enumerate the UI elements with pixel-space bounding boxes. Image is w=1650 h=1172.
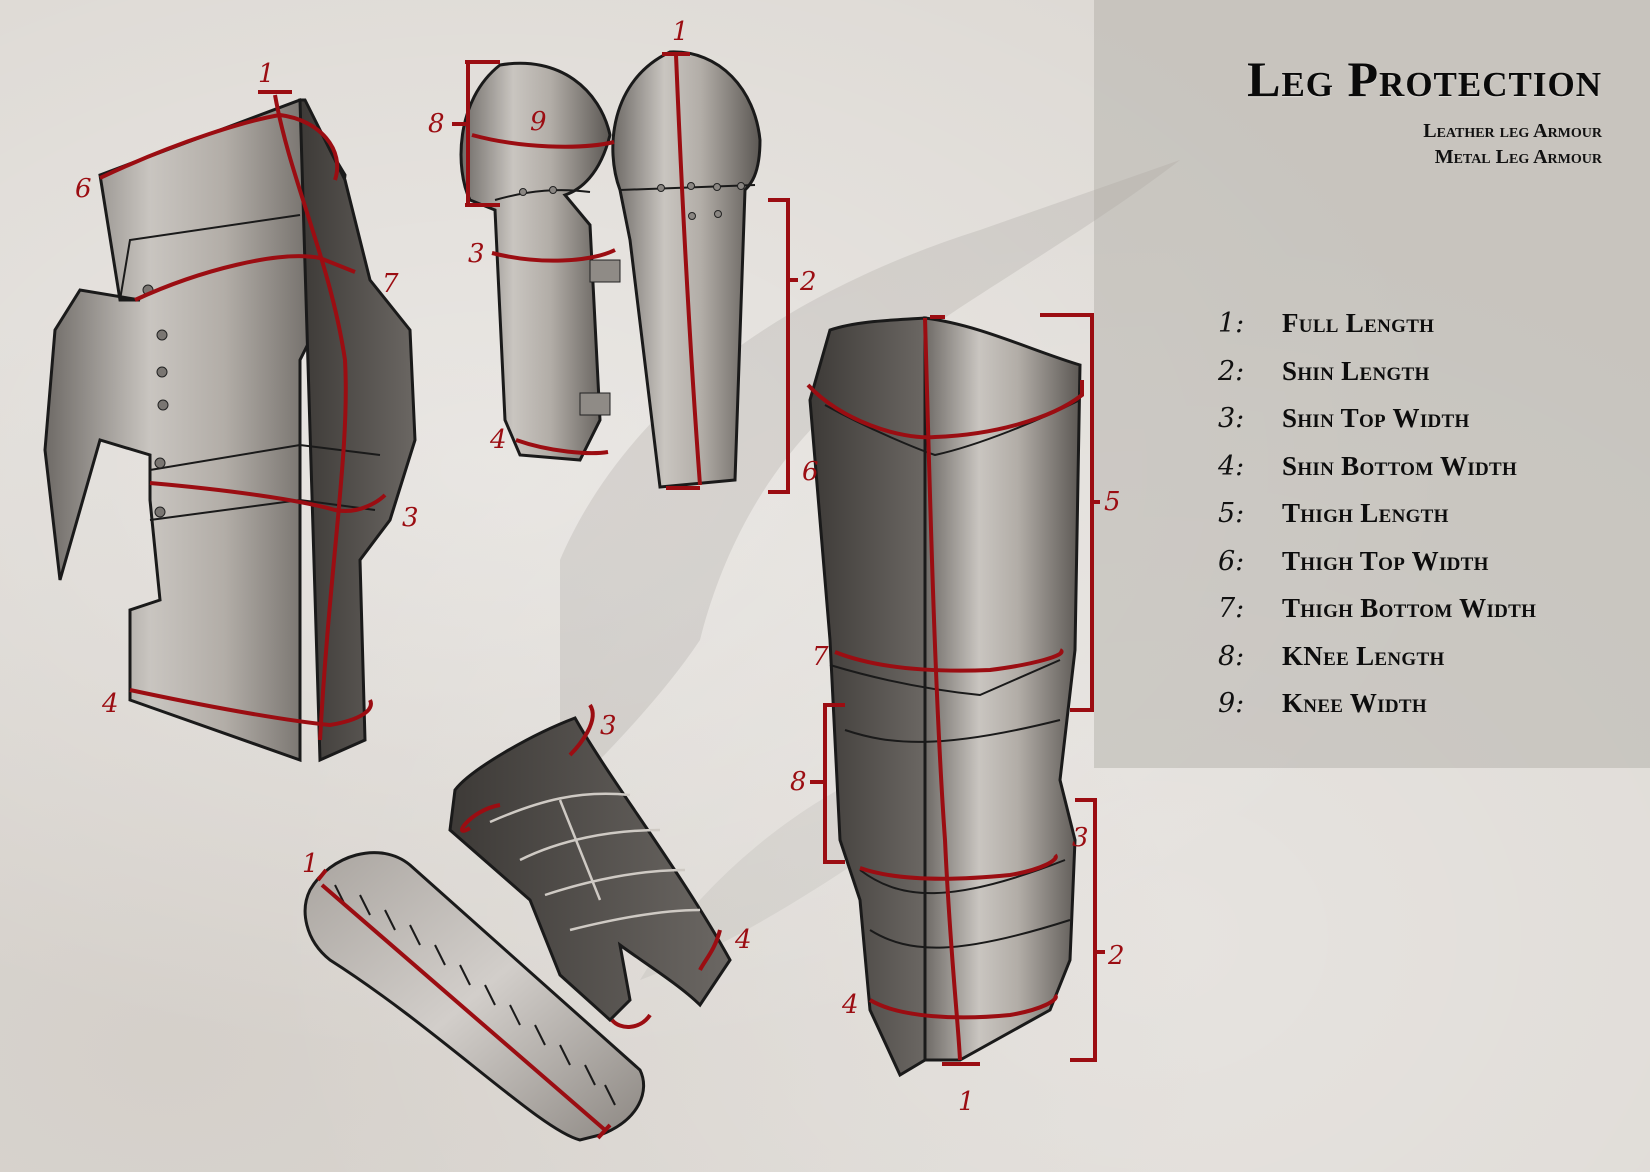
legend-item: 3: Shin Top Width: [1218, 403, 1536, 451]
legend-number: 1:: [1218, 308, 1245, 339]
marker-1: 1: [302, 849, 319, 879]
legend-item: 8: KNee Length: [1218, 641, 1536, 689]
page-title: Leg Protection: [1247, 51, 1602, 107]
leather-stitched-shin-annotations: [316, 868, 612, 1140]
marker-9: 9: [530, 107, 547, 137]
marker-3: 3: [600, 711, 617, 741]
legend-number: 7:: [1218, 593, 1245, 624]
legend-item: 2: Shin Length: [1218, 356, 1536, 404]
legend-label: Shin Length: [1282, 355, 1430, 386]
legend-number: 2:: [1218, 355, 1245, 387]
marker-3: 3: [1072, 823, 1089, 853]
leather-knee-piece: [43, 98, 417, 763]
legend-number: 9:: [1218, 688, 1245, 719]
subtitle-leather: Leather leg Armour: [1423, 120, 1602, 142]
title-panel: [1094, 0, 1650, 768]
legend-label: Full Length: [1282, 308, 1435, 338]
legend-label: Shin Top Width: [1282, 403, 1470, 433]
metal-greaves-pair: [459, 50, 762, 489]
legend-label: Thigh Top Width: [1282, 545, 1489, 576]
legend-item: 4: Shin Bottom Width: [1218, 451, 1536, 499]
subtitle-metal: Metal Leg Armour: [1434, 146, 1602, 168]
legend-label: Thigh Bottom Width: [1282, 593, 1537, 623]
marker-4: 4: [489, 425, 507, 455]
legend-item: 7: Thigh Bottom Width: [1218, 593, 1536, 641]
leather-knee-annotations: [99, 90, 387, 741]
legend-item: 6: Thigh Top Width: [1218, 546, 1536, 594]
marker-2: 2: [799, 267, 817, 297]
marker-6: 6: [802, 457, 819, 487]
legend-number: 3:: [1218, 403, 1245, 434]
legend-number: 5:: [1218, 498, 1245, 529]
metal-full-leg-annotations: [806, 313, 1105, 1066]
marker-2: 2: [1107, 941, 1125, 971]
marker-3: 3: [468, 239, 485, 269]
legend-label: Shin Bottom Width: [1282, 450, 1518, 481]
marker-8: 8: [428, 109, 445, 139]
marker-3: 3: [402, 503, 419, 533]
leather-laced-shin-annotations: [459, 703, 722, 1029]
marker-5: 5: [1104, 487, 1121, 517]
marker-4: 4: [734, 925, 752, 955]
legend-number: 4:: [1218, 450, 1245, 482]
metal-greaves-annotations: [452, 52, 798, 494]
legend-label: Knee Width: [1282, 688, 1427, 718]
legend-item: 1: Full Length: [1218, 308, 1536, 356]
marker-7: 7: [812, 642, 829, 672]
marker-7: 7: [382, 269, 399, 299]
legend-label: KNee Length: [1282, 640, 1445, 671]
legend-label: Thigh Length: [1282, 498, 1449, 528]
leather-laced-shin: [448, 716, 732, 1023]
legend-number: 8:: [1218, 640, 1245, 672]
legend-number: 6:: [1218, 545, 1245, 577]
legend-item: 9: Knee Width: [1218, 688, 1536, 736]
marker-8: 8: [790, 767, 807, 797]
legend-item: 5: Thigh Length: [1218, 498, 1536, 546]
metal-full-leg: [808, 316, 1082, 1078]
marker-6: 6: [75, 174, 92, 204]
marker-1: 1: [958, 1087, 975, 1117]
marker-1: 1: [258, 59, 275, 89]
measurement-legend: 1: Full Length 2: Shin Length 3: Shin Top W…: [1218, 308, 1536, 736]
marker-4: 4: [101, 689, 119, 719]
marker-4: 4: [841, 990, 859, 1020]
marker-1: 1: [672, 17, 689, 47]
